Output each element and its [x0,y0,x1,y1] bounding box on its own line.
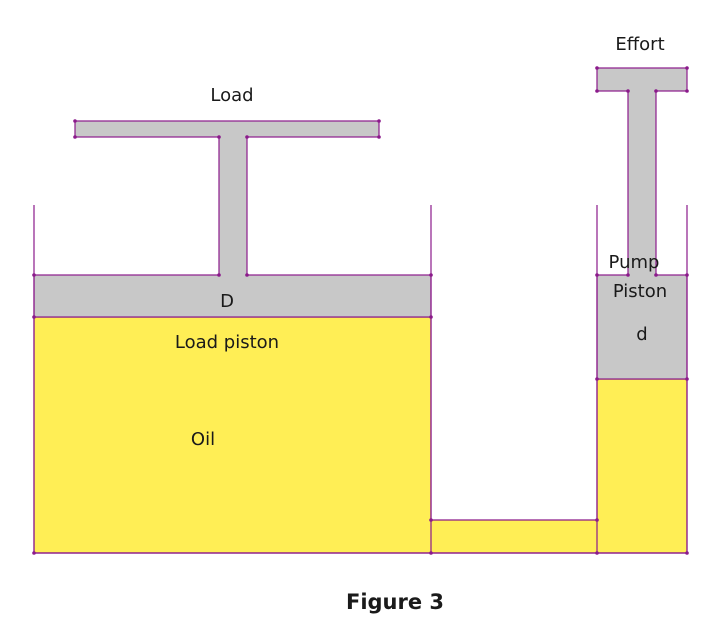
vertex-marker [685,273,689,277]
vertex-marker [595,66,599,70]
vertex-marker [654,89,658,93]
effort-label: Effort [615,34,664,55]
load-label: Load [210,85,253,106]
vertex-marker [73,135,77,139]
effort-stem-joint-top [629,89,655,93]
vertex-markers [32,66,689,555]
vertex-marker [429,551,433,555]
load-piston-label: Load piston [175,332,279,353]
vertex-marker [595,518,599,522]
vertex-marker [685,377,689,381]
vertex-marker [626,89,630,93]
vertex-marker [429,315,433,319]
vertex-marker [377,119,381,123]
vertex-marker [685,551,689,555]
load-stem [218,136,248,276]
vertex-marker [654,273,658,277]
figure-caption: Figure 3 [346,590,444,614]
load-piston [33,274,432,318]
vertex-marker [595,551,599,555]
vertex-marker [595,89,599,93]
oil-label: Oil [191,429,215,450]
load-stem-joint-top [220,135,246,139]
vertex-marker [685,89,689,93]
vertex-marker [32,551,36,555]
pump-piston [596,274,688,380]
effort-handle [596,67,688,92]
vertex-marker [595,377,599,381]
vertex-marker [377,135,381,139]
vertex-marker [245,135,249,139]
vertex-marker [626,273,630,277]
vertex-marker [32,273,36,277]
effort-stem-joint-bottom [629,273,655,277]
vertex-marker [73,119,77,123]
vertex-marker [217,135,221,139]
pump-label: Pump [609,252,660,273]
vertex-marker [32,315,36,319]
vertex-marker [595,273,599,277]
oil-region [33,316,688,554]
large-diameter-label: D [220,291,234,312]
vertex-marker [217,273,221,277]
small-diameter-label: d [636,324,647,345]
vertex-marker [685,66,689,70]
piston-label: Piston [613,281,667,302]
load-stem-joint-bottom [220,273,246,277]
vertex-marker [429,273,433,277]
vertex-marker [245,273,249,277]
vertex-marker [429,518,433,522]
load-platform [74,120,380,138]
effort-stem [627,90,657,276]
